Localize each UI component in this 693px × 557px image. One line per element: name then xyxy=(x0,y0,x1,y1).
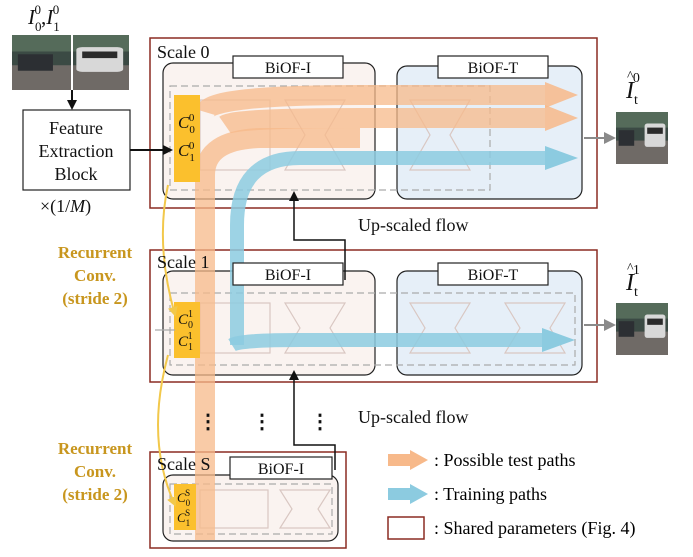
legend-train-label: : Training paths xyxy=(434,484,547,504)
biof-t-label-1: BiOF-T xyxy=(468,267,519,284)
feature-map-1 xyxy=(174,302,200,358)
scaleS-label: Scale S xyxy=(157,454,211,474)
feature-c0-scale0: C00 xyxy=(178,112,195,136)
training-arrowheads xyxy=(542,146,578,352)
recurrent-label-2-line3: (stride 2) xyxy=(62,485,128,504)
biof-i-label-s: BiOF-I xyxy=(258,461,304,478)
upscaled-flow-connector-0 xyxy=(289,191,346,280)
training-paths xyxy=(228,151,548,352)
feature-block-line3: Block xyxy=(55,164,98,184)
recurrent-arrow-1 xyxy=(157,354,177,507)
recurrent-label-1-line1: Recurrent xyxy=(58,243,133,262)
scale1-box xyxy=(149,249,598,383)
legend-train-arrowhead xyxy=(410,484,428,504)
biof-t-label-box-0 xyxy=(437,55,549,79)
output-image-0 xyxy=(616,112,668,164)
feature-c1-scaleS: C1S xyxy=(177,508,190,528)
output-label-0: It0 xyxy=(625,71,640,108)
legend-shared-swatch xyxy=(387,516,425,540)
biof-t-label-box-1 xyxy=(437,262,549,286)
test-arrowheads xyxy=(545,82,578,131)
scale1-label: Scale 1 xyxy=(157,252,209,272)
biof-i-label-box-s xyxy=(229,456,333,480)
output-image-1 xyxy=(616,303,668,355)
legend-test-arrowhead xyxy=(410,450,428,470)
recurrent-arrow-0 xyxy=(161,184,178,317)
output-label-1: It1 xyxy=(625,263,640,300)
recurrent-label-1-line3: (stride 2) xyxy=(62,289,128,308)
feature-c1-scale0: C10 xyxy=(178,140,195,164)
upscaled-flow-label-0: Up-scaled flow xyxy=(358,215,468,235)
input-frames-image xyxy=(12,35,129,90)
recurrent-label-2-line1: Recurrent xyxy=(58,439,133,458)
legend-shared-label: : Shared parameters (Fig. 4) xyxy=(434,518,635,539)
feature-c0-scaleS: C0S xyxy=(177,488,191,508)
scaleS-box xyxy=(149,451,347,549)
feature-block-line2: Extraction xyxy=(39,141,114,161)
dashed-region-1 xyxy=(169,292,576,366)
legend-test-label: : Possible test paths xyxy=(434,450,576,470)
recurrent-label-2-line2: Conv. xyxy=(74,462,116,481)
biof-i-label-0: BiOF-I xyxy=(265,60,311,77)
upscaled-flow-label-1: Up-scaled flow xyxy=(358,407,468,427)
feature-c0-scale1: C01 xyxy=(178,309,193,331)
ellipsis-1: ⋮ xyxy=(198,411,218,433)
output-hat-1: ^ xyxy=(627,261,634,276)
feature-block-scale: ×(1/M) xyxy=(40,196,91,217)
dashed-region-s xyxy=(169,483,333,535)
recurrent-label-1-line2: Conv. xyxy=(74,266,116,285)
input-frames-label: I00,I10 xyxy=(27,2,60,34)
feature-map-s xyxy=(174,484,196,530)
scale0-label: Scale 0 xyxy=(157,42,209,62)
legend: : Possible test paths : Training paths :… xyxy=(387,450,635,540)
scale0-box xyxy=(149,37,598,209)
biof-t-label-0: BiOF-T xyxy=(468,60,519,77)
biof-i-label-1: BiOF-I xyxy=(265,267,311,284)
output-hat-0: ^ xyxy=(627,69,634,84)
biof-t-module-1 xyxy=(396,270,583,376)
feature-block-line1: Feature xyxy=(49,118,103,138)
biof-i-label-box-0 xyxy=(232,55,344,79)
test-paths xyxy=(195,85,545,540)
feature-map-0 xyxy=(174,95,200,182)
ellipsis-3: ⋮ xyxy=(310,411,330,433)
feature-c1-scale1: C11 xyxy=(178,331,193,353)
biof-i-label-box-1 xyxy=(232,262,344,286)
upscaled-flow-connector-1 xyxy=(289,370,336,470)
ellipsis-2: ⋮ xyxy=(252,411,272,433)
